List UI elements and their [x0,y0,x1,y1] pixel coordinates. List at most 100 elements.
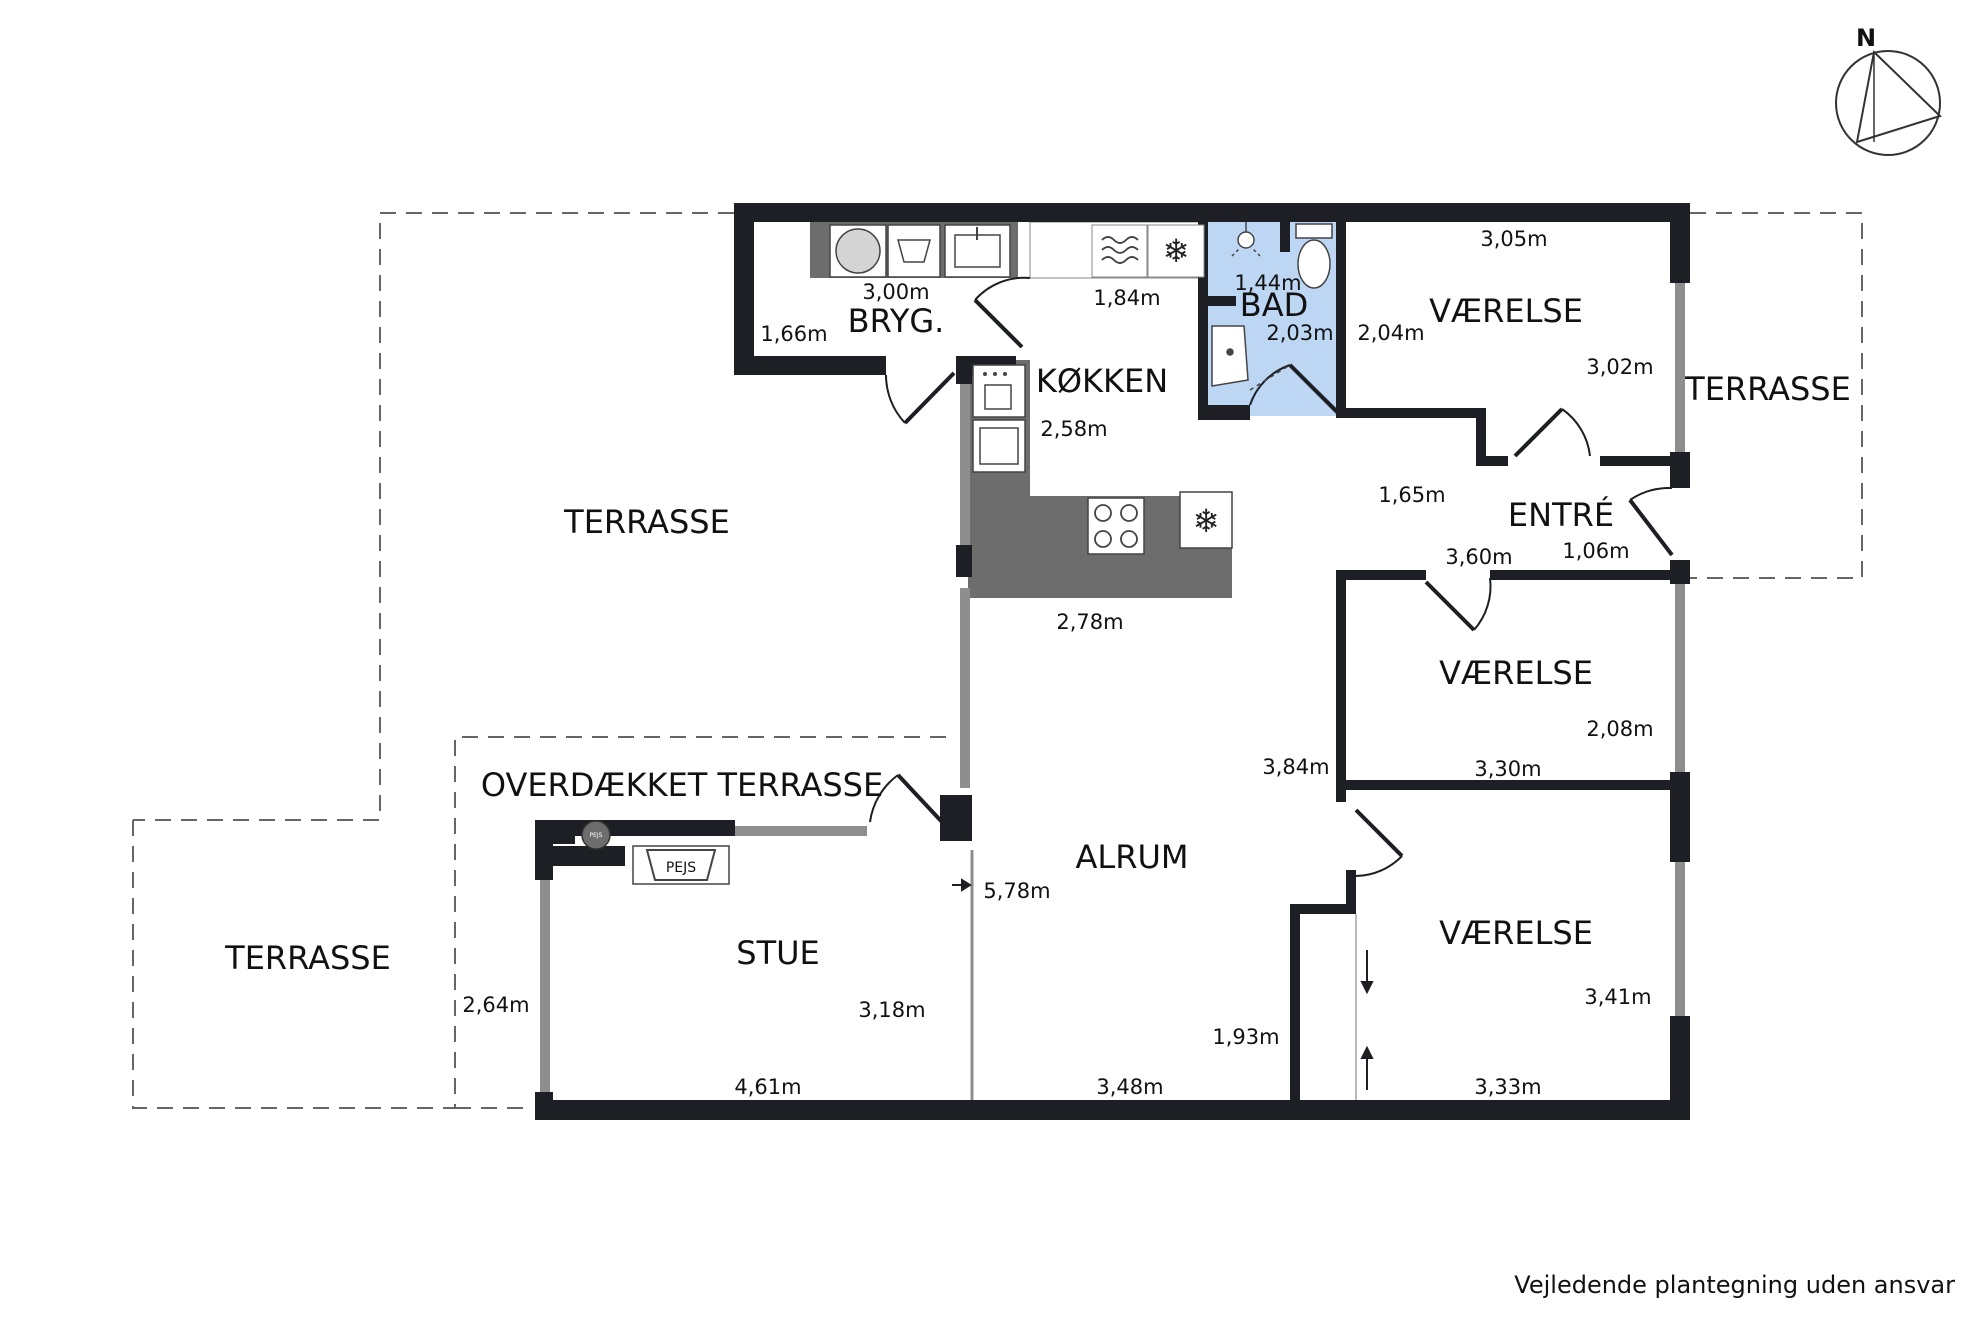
dim-vaerelse-top-left: 2,04m [1357,321,1424,345]
dim-closet-depth: 1,93m [1212,1025,1279,1049]
room-label-vaerelse-mid: VÆRELSE [1439,654,1593,692]
dim-vaerelse-bottom-height: 3,41m [1584,985,1651,1009]
door-swing [1561,408,1591,457]
room-label-vaerelse-bottom: VÆRELSE [1439,914,1593,952]
wall [535,820,575,844]
dim-vaerelse-bottom-width: 3,33m [1474,1075,1541,1099]
room-label-bad: BAD [1240,286,1308,324]
toilet-icon [1295,223,1333,289]
fireplace-stove-icon [645,849,717,881]
door-leaf [1354,808,1404,858]
svg-text:❄: ❄ [1193,503,1220,539]
window [735,826,867,836]
room-label-terrasse-right: TERRASSE [1684,370,1851,408]
wall [575,820,735,836]
doors [869,276,1674,877]
closet-slide-arrows [952,878,1374,1090]
terrace-outline-center [133,212,734,821]
dim-vaerelse-top-width: 3,05m [1480,227,1547,251]
wall [1490,570,1680,580]
window [1675,580,1685,775]
dim-bryg-depth: 1,66m [760,322,827,346]
wall [1346,870,1356,914]
north-label: N [1856,24,1876,52]
room-label-entre: ENTRÉ [1508,496,1614,534]
svg-text:❄: ❄ [1163,233,1190,269]
dim-vaerelse-top-right: 3,02m [1586,355,1653,379]
wall [1600,456,1690,466]
laundry-sink-icon [944,224,1011,278]
door-leaf [1628,498,1674,557]
oven-icon [972,364,1026,418]
wall [1198,405,1250,420]
window [960,588,970,788]
north-arrow-icon: N [1835,24,1942,156]
freezer-island-icon: ❄ [1179,491,1233,549]
wall [1336,570,1346,802]
wall [956,545,972,577]
door-swing [974,276,1031,301]
bathroom-door [1288,363,1338,412]
dim-alrum-bottom: 3,48m [1096,1075,1163,1099]
freezer-top-icon: ❄ [1147,224,1205,278]
waves-icon [1091,224,1148,278]
dim-alrum-side: 3,84m [1262,755,1329,779]
stove-hob-icon [1087,497,1145,555]
dim-kitchen-bottom: 2,78m [1056,610,1123,634]
room-label-bryg: BRYG. [848,302,945,340]
dimension-labels: 3,00m 1,66m 1,84m 1,44m 2,03m 2,58m 2,78… [462,227,1653,1099]
disclaimer-text: Vejledende plantegning uden ansvar [1514,1271,1955,1299]
dim-stue-width: 4,61m [734,1075,801,1099]
wall [734,203,1690,222]
door-swing [884,374,906,424]
wall [1670,772,1690,862]
wall [1670,452,1690,488]
chimney-label: PEJS [590,832,603,839]
dim-stue-height: 3,18m [858,998,925,1022]
door-leaf [1513,407,1564,458]
dim-vaerelse-mid-width: 3,30m [1474,757,1541,781]
fireplace-label: PEJS [666,860,696,876]
dim-kitchen-side: 2,58m [1040,417,1107,441]
window [540,880,550,1092]
wall [1476,456,1508,466]
door-leaf [903,371,956,425]
sink-icon [972,419,1026,473]
shower-icon [1231,222,1261,257]
wall [535,846,625,866]
room-label-terrasse-center: TERRASSE [563,503,730,541]
wall [734,356,886,375]
chimney-icon [581,820,611,850]
wall [1670,1016,1690,1120]
door-leaf [973,298,1024,349]
dim-hall-width: 3,60m [1445,545,1512,569]
wall [1336,570,1426,580]
washing-machine-icon [829,224,887,278]
wall [1336,222,1346,418]
fireplace-pejs: PEJS PEJS [581,820,730,885]
wall [1346,408,1486,418]
wall [1290,904,1356,914]
room-label-stue: STUE [736,934,820,972]
wall [1280,222,1290,252]
door-leaf [1424,580,1476,632]
room-label-terrasse-left: TERRASSE [224,939,391,977]
room-label-vaerelse-top: VÆRELSE [1429,292,1583,330]
room-label-kokken: KØKKEN [1036,362,1168,400]
dim-stue-depth: 2,64m [462,993,529,1017]
terrace-outline-right [1690,212,1863,579]
wall [1336,780,1680,790]
wall [1206,296,1236,306]
wall [734,203,754,375]
dim-alrum-height: 5,78m [983,879,1050,903]
walls [535,203,1690,1120]
door-swing [1355,855,1403,877]
wall [1476,408,1486,466]
room-label-overdaekket-terrasse: OVERDÆKKET TERRASSE [481,766,883,804]
dim-bryg-width: 3,00m [862,280,929,304]
terrace-outlines [132,212,1863,1109]
dim-vaerelse-mid-height: 2,08m [1586,717,1653,741]
room-labels: BRYG. BAD KØKKEN VÆRELSE ENTRÉ VÆRELSE V… [224,286,1851,977]
dim-bad-depth: 2,03m [1266,321,1333,345]
